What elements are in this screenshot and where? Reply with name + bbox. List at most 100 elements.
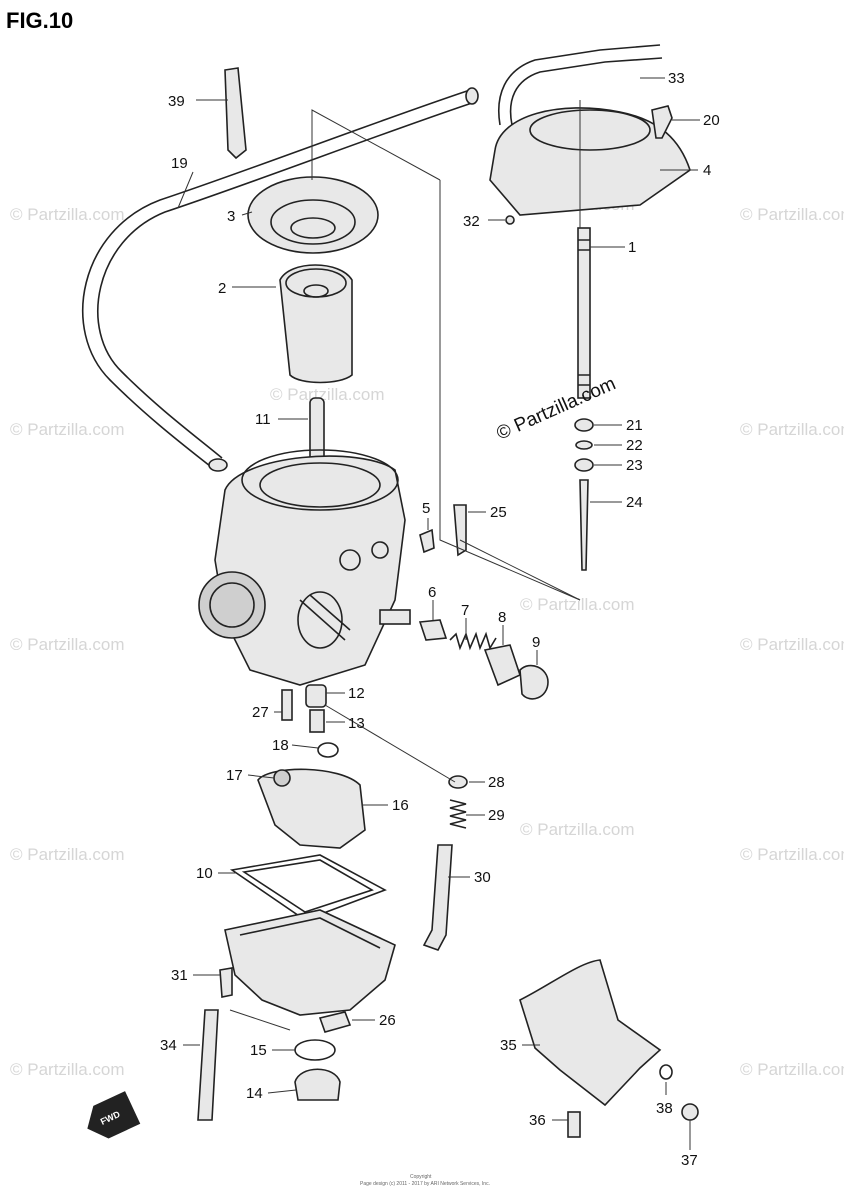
callout-39: 39 xyxy=(168,93,185,110)
callout-2: 2 xyxy=(218,280,226,297)
part-23 xyxy=(574,458,594,472)
watermark-main: © Partzilla.com xyxy=(493,373,619,444)
watermark: © Partzilla.com xyxy=(740,845,844,864)
float-part-16 xyxy=(257,768,366,849)
watermark: © Partzilla.com xyxy=(740,205,844,224)
watermark: © Partzilla.com xyxy=(270,385,385,404)
callout-16: 16 xyxy=(392,797,409,814)
watermark: © Partzilla.com xyxy=(520,595,635,614)
callout-34: 34 xyxy=(160,1037,177,1054)
knob-part-9 xyxy=(519,664,549,700)
callout-8: 8 xyxy=(498,609,506,626)
callout-24: 24 xyxy=(626,494,643,511)
watermark: © Partzilla.com xyxy=(10,205,125,224)
screw-part-30 xyxy=(422,844,453,951)
leader-lines xyxy=(177,77,700,1150)
oring-part-18 xyxy=(317,742,339,758)
pin-part-17 xyxy=(273,769,291,787)
callout-21: 21 xyxy=(626,417,643,434)
part-37 xyxy=(681,1103,699,1121)
callout-23: 23 xyxy=(626,457,643,474)
watermark: © Partzilla.com xyxy=(10,845,125,864)
part-22 xyxy=(575,440,593,450)
callout-30: 30 xyxy=(474,869,491,886)
footer-copyright: Copyright xyxy=(410,1174,432,1180)
callout-25: 25 xyxy=(490,504,507,521)
watermark: © Partzilla.com xyxy=(10,635,125,654)
callout-37: 37 xyxy=(681,1152,698,1169)
callout-38: 38 xyxy=(656,1100,673,1117)
hose-part-34 xyxy=(197,1009,219,1121)
callout-14: 14 xyxy=(246,1085,263,1102)
jet-part-13 xyxy=(309,709,325,733)
vent-hose-part-33 xyxy=(498,44,661,126)
watermark: © Partzilla.com xyxy=(520,820,635,839)
part-32 xyxy=(505,215,515,225)
gasket-part-10 xyxy=(229,854,387,921)
screw-part-20 xyxy=(651,105,673,139)
screw-part-5 xyxy=(419,528,435,554)
callout-29: 29 xyxy=(488,807,505,824)
callout-9: 9 xyxy=(532,634,540,651)
needle-part-1 xyxy=(577,227,591,399)
callout-13: 13 xyxy=(348,715,365,732)
callout-36: 36 xyxy=(529,1112,546,1129)
washer-part-38 xyxy=(659,1064,673,1080)
jet-part-12 xyxy=(305,684,327,708)
washer-part-28 xyxy=(448,775,468,789)
callout-31: 31 xyxy=(171,967,188,984)
watermark: © Partzilla.com xyxy=(10,1060,125,1079)
footer-credit: Page design (c) 2011 - 2017 by ARI Netwo… xyxy=(360,1181,490,1187)
callout-4: 4 xyxy=(703,162,711,179)
callout-19: 19 xyxy=(171,155,188,172)
screw-part-36 xyxy=(567,1111,581,1138)
callout-35: 35 xyxy=(500,1037,517,1054)
callout-10: 10 xyxy=(196,865,213,882)
clip-part-39 xyxy=(224,67,247,160)
diaphragm-part-3 xyxy=(247,176,379,254)
callout-1: 1 xyxy=(628,239,636,256)
oring-part-15 xyxy=(294,1039,336,1061)
callout-32: 32 xyxy=(463,213,480,230)
part-6 xyxy=(418,619,448,641)
callout-28: 28 xyxy=(488,774,505,791)
callout-26: 26 xyxy=(379,1012,396,1029)
spring-part-7 xyxy=(449,631,497,651)
callout-6: 6 xyxy=(428,584,436,601)
callout-15: 15 xyxy=(250,1042,267,1059)
spring-part-29 xyxy=(449,799,467,829)
callout-3: 3 xyxy=(227,208,235,225)
hose-part-19 xyxy=(81,89,471,471)
callouts: 39 19 3 2 11 33 20 4 32 1 21 22 23 24 25… xyxy=(160,70,720,1169)
watermark: © Partzilla.com xyxy=(740,635,844,654)
callout-7: 7 xyxy=(461,602,469,619)
callout-11: 11 xyxy=(255,411,271,428)
watermark: © Partzilla.com xyxy=(10,420,125,439)
fwd-arrow-icon: FWD xyxy=(87,1091,141,1139)
callout-22: 22 xyxy=(626,437,643,454)
callout-27: 27 xyxy=(252,704,269,721)
callout-17: 17 xyxy=(226,767,243,784)
plug-part-14 xyxy=(294,1068,341,1101)
callout-5: 5 xyxy=(422,500,430,517)
carburetor-body xyxy=(198,449,411,686)
part-27 xyxy=(281,689,293,721)
callout-12: 12 xyxy=(348,685,365,702)
callout-18: 18 xyxy=(272,737,289,754)
float-chamber xyxy=(224,909,396,1016)
watermark: © Partzilla.com xyxy=(740,1060,844,1079)
figure-title: FIG.10 xyxy=(6,8,73,33)
piston-part-2 xyxy=(279,264,353,384)
watermarks: © Partzilla.com © Partzilla.com © Partzi… xyxy=(10,195,844,1079)
screw-part-31 xyxy=(219,967,233,998)
screw-part-25 xyxy=(453,504,467,557)
part-21 xyxy=(574,418,594,432)
part-8 xyxy=(483,644,521,687)
watermark: © Partzilla.com xyxy=(740,420,844,439)
callout-33: 33 xyxy=(668,70,685,87)
bracket-part-35 xyxy=(519,959,662,1107)
screw-part-26 xyxy=(318,1011,352,1033)
callout-20: 20 xyxy=(703,112,720,129)
needle-part-24 xyxy=(579,479,589,571)
